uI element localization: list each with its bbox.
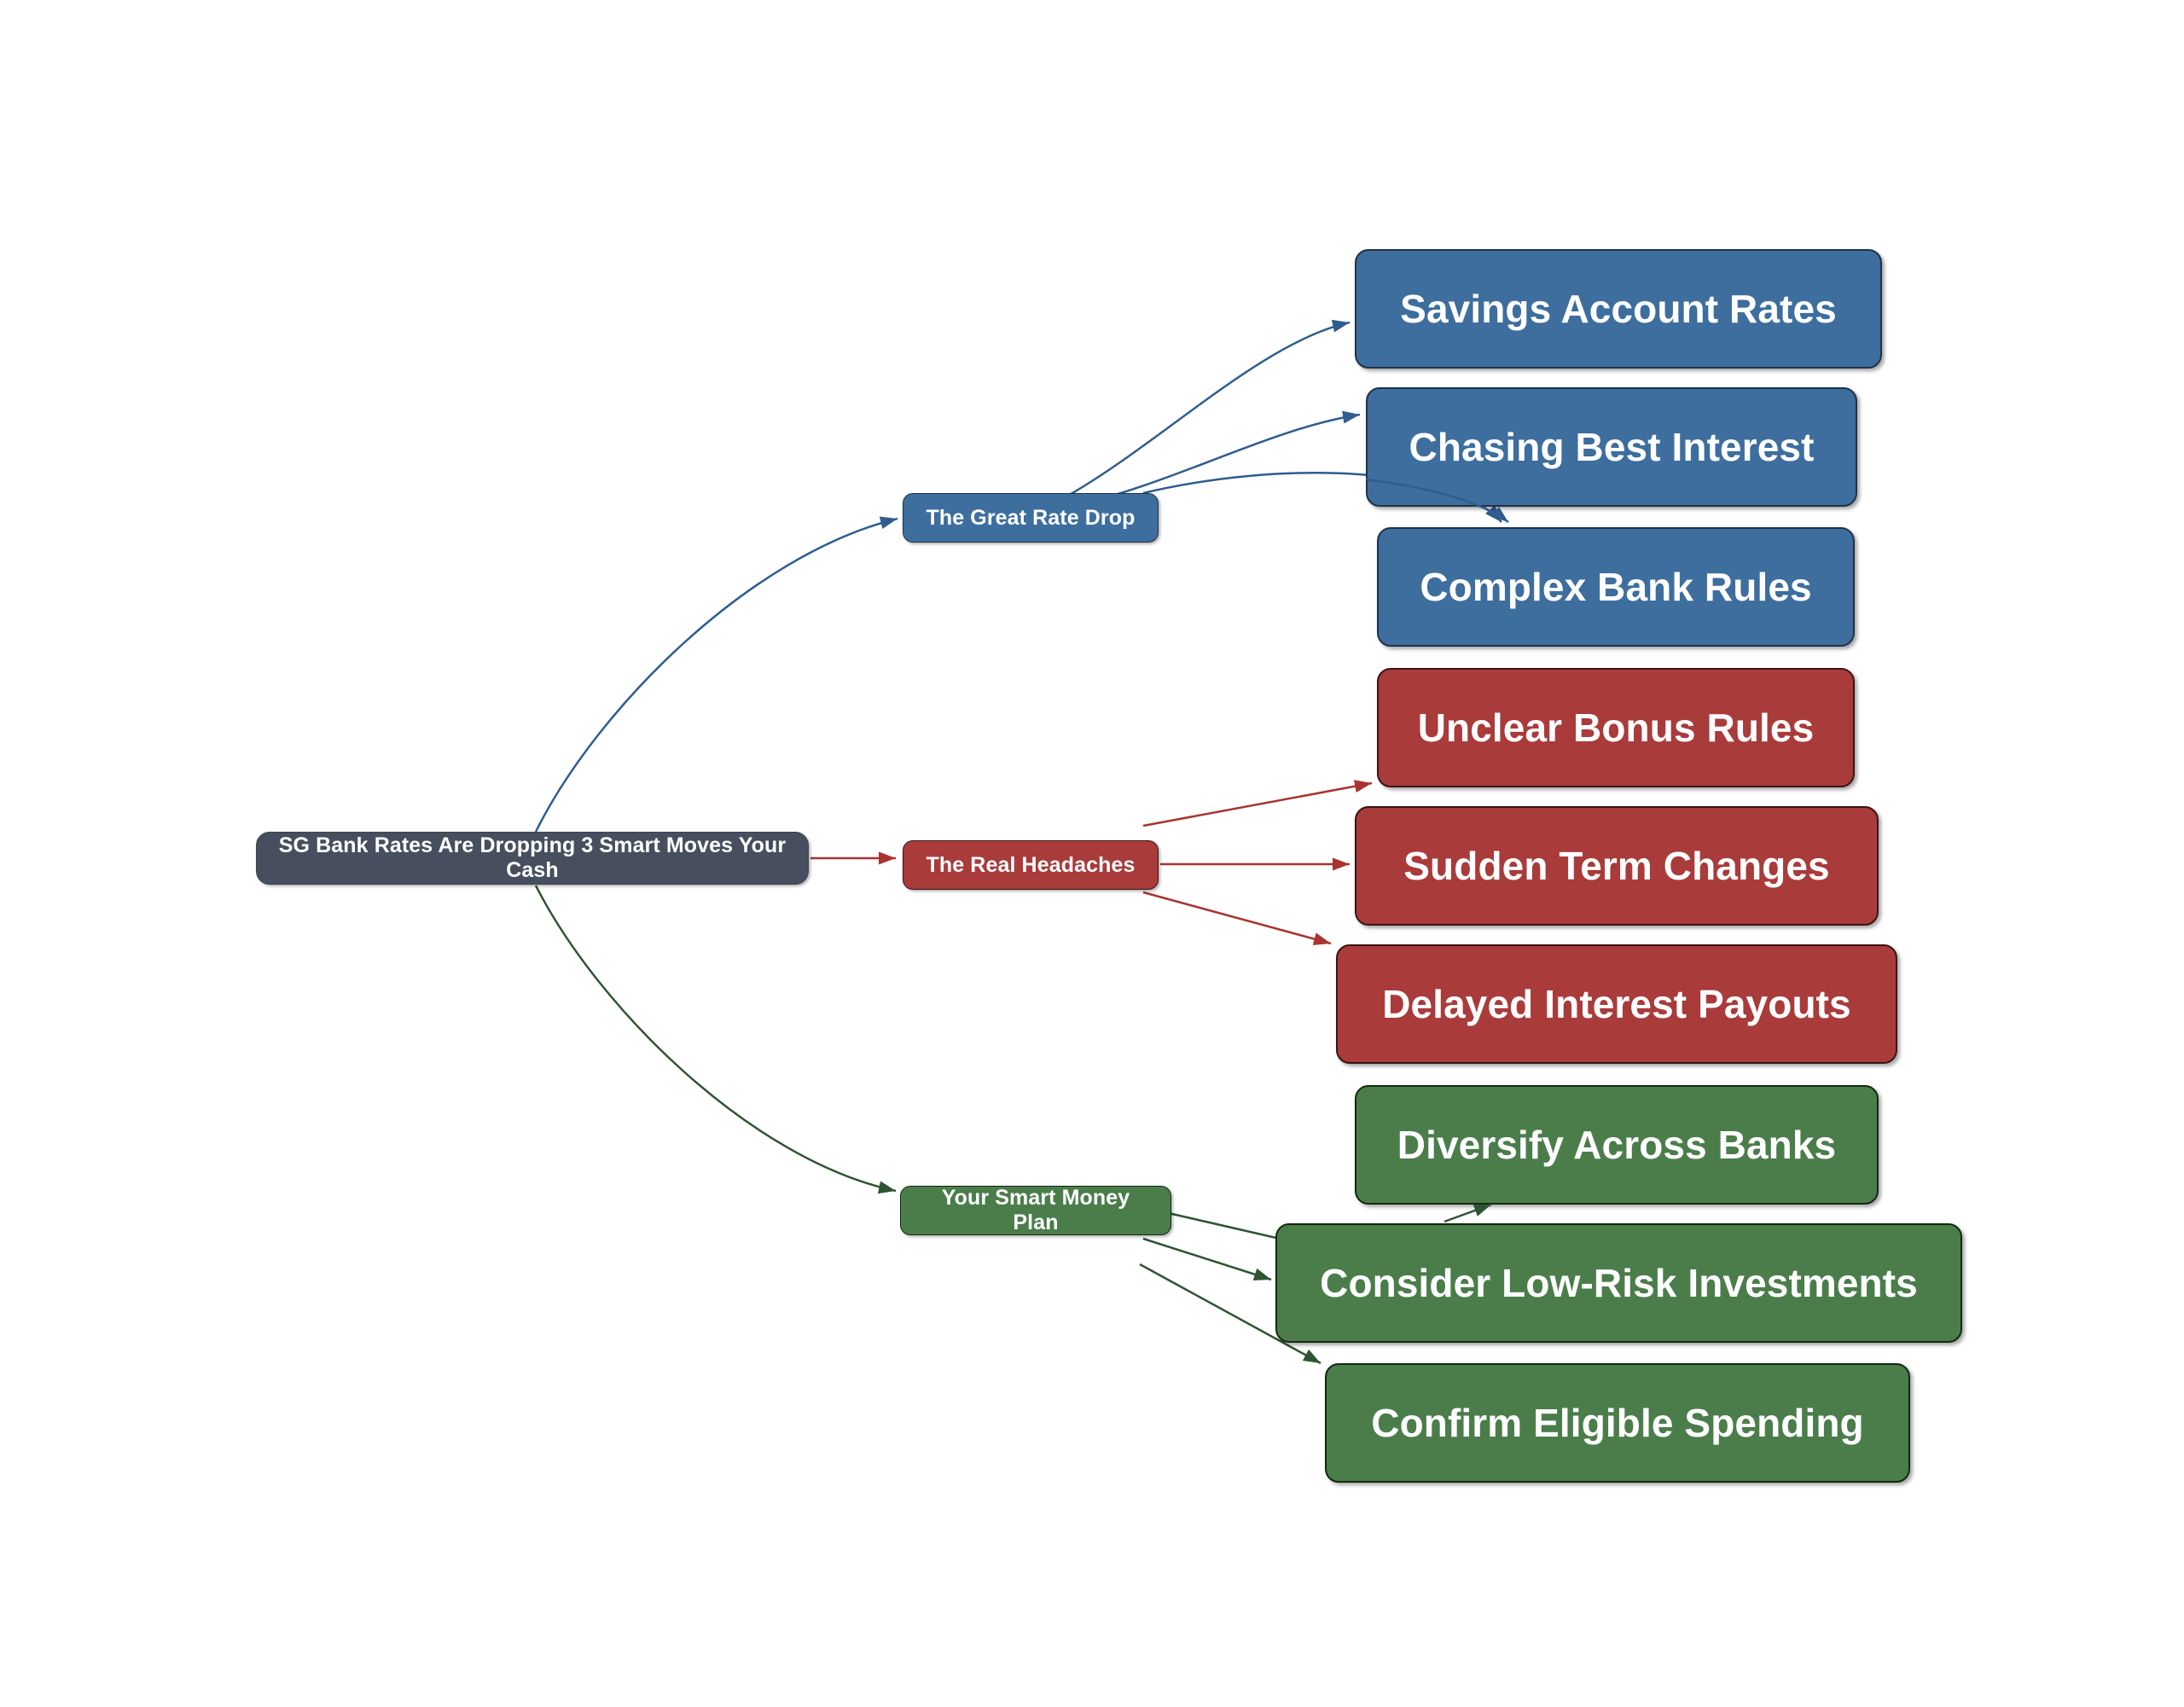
branch-node-great-rate-drop[interactable]: The Great Rate Drop <box>903 493 1159 543</box>
edge-great-rate-drop-to-savings-account-rates <box>1066 319 1350 498</box>
edge-smart-money-plan-to-consider-low-risk-investments <box>1142 1237 1272 1281</box>
leaf-node-diversify-across-banks[interactable]: Diversify Across Banks <box>1355 1085 1879 1205</box>
leaf-node-delayed-interest-payouts[interactable]: Delayed Interest Payouts <box>1336 944 1897 1064</box>
leaf-node-complex-bank-rules[interactable]: Complex Bank Rules <box>1377 527 1855 647</box>
leaf-label: Savings Account Rates <box>1400 286 1837 331</box>
edge-root-to-great-rate-drop <box>534 516 898 833</box>
edge-real-headaches-to-delayed-interest-payouts <box>1142 891 1332 945</box>
edge-root-to-smart-money-plan <box>534 885 897 1194</box>
leaf-label: Complex Bank Rules <box>1420 564 1812 609</box>
leaf-node-savings-account-rates[interactable]: Savings Account Rates <box>1355 249 1882 369</box>
branch-label: Your Smart Money Plan <box>941 1186 1130 1234</box>
leaf-label: Diversify Across Banks <box>1397 1122 1837 1167</box>
root-node[interactable]: SG Bank Rates Are Dropping 3 Smart Moves… <box>256 832 809 885</box>
leaf-node-confirm-eligible-spending[interactable]: Confirm Eligible Spending <box>1325 1363 1910 1483</box>
leaf-label: Chasing Best Interest <box>1409 424 1815 469</box>
branch-label: The Great Rate Drop <box>926 505 1136 530</box>
leaf-label: Delayed Interest Payouts <box>1382 981 1851 1026</box>
leaf-label: Sudden Term Changes <box>1403 843 1830 888</box>
leaf-label: Confirm Eligible Spending <box>1371 1400 1864 1445</box>
branch-label: The Real Headaches <box>926 852 1136 877</box>
leaf-node-chasing-best-interest[interactable]: Chasing Best Interest <box>1366 387 1857 507</box>
edge-real-headaches-to-unclear-bonus-rules <box>1142 780 1373 827</box>
leaf-node-unclear-bonus-rules[interactable]: Unclear Bonus Rules <box>1377 668 1855 787</box>
root-label: SG Bank Rates Are Dropping 3 Smart Moves… <box>278 833 787 882</box>
leaf-label: Consider Low-Risk Investments <box>1320 1260 1918 1305</box>
leaf-node-consider-low-risk-investments[interactable]: Consider Low-Risk Investments <box>1275 1223 1962 1343</box>
branch-node-smart-money-plan[interactable]: Your Smart Money Plan <box>900 1186 1171 1235</box>
edge-great-rate-drop-to-chasing-best-interest <box>1076 410 1361 507</box>
leaf-label: Unclear Bonus Rules <box>1417 705 1815 750</box>
branch-node-real-headaches[interactable]: The Real Headaches <box>903 840 1159 890</box>
leaf-node-sudden-term-changes[interactable]: Sudden Term Changes <box>1355 806 1879 926</box>
edge-smart-money-plan-to-consider-low-risk-investments-under <box>1153 1208 1281 1240</box>
